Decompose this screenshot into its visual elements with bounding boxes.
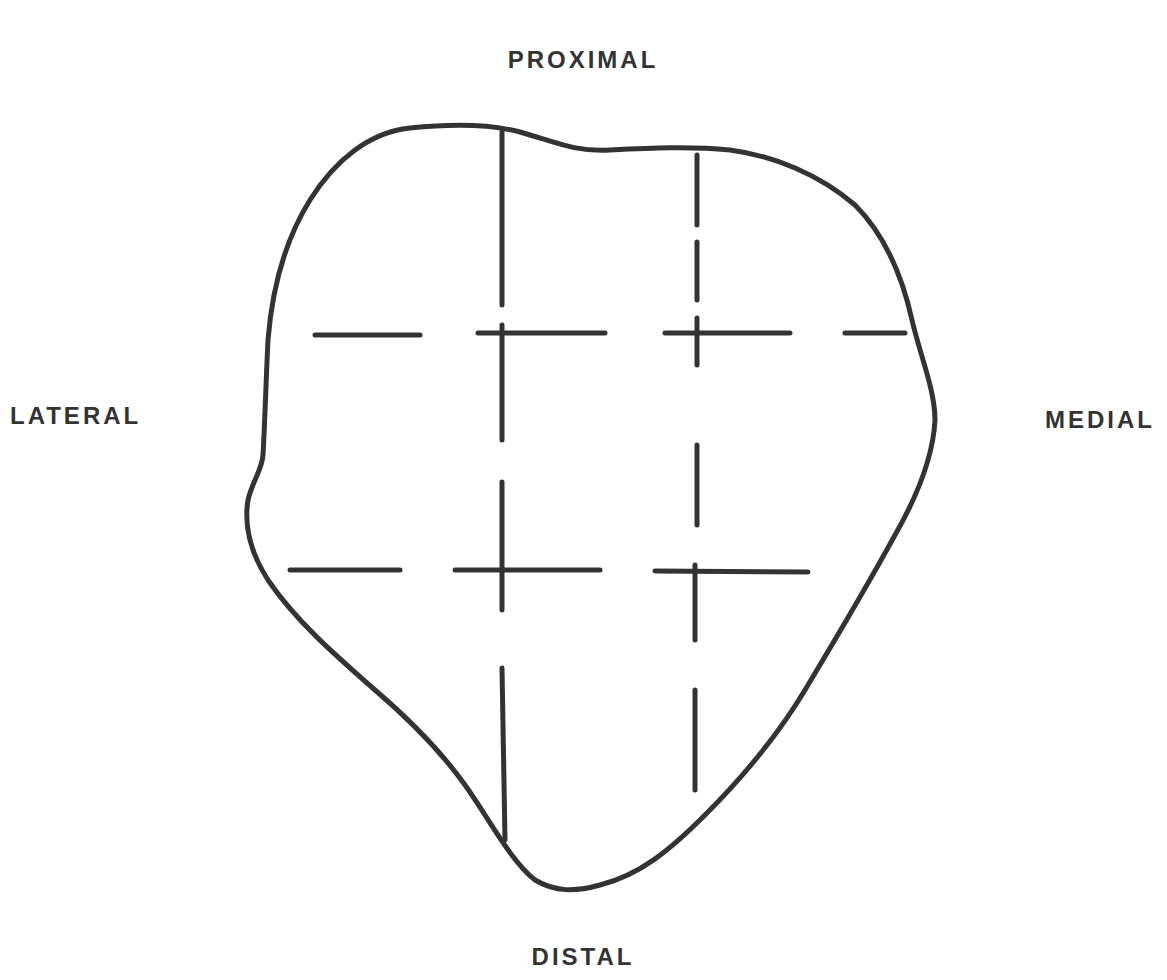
direction-label: LATERAL bbox=[10, 402, 141, 431]
direction-label: MEDIAL bbox=[1045, 406, 1155, 435]
direction-label: DISTAL bbox=[532, 943, 635, 972]
direction-label: PROXIMAL bbox=[508, 46, 659, 75]
specimen-outline bbox=[247, 125, 935, 889]
grid-lines bbox=[290, 132, 905, 840]
